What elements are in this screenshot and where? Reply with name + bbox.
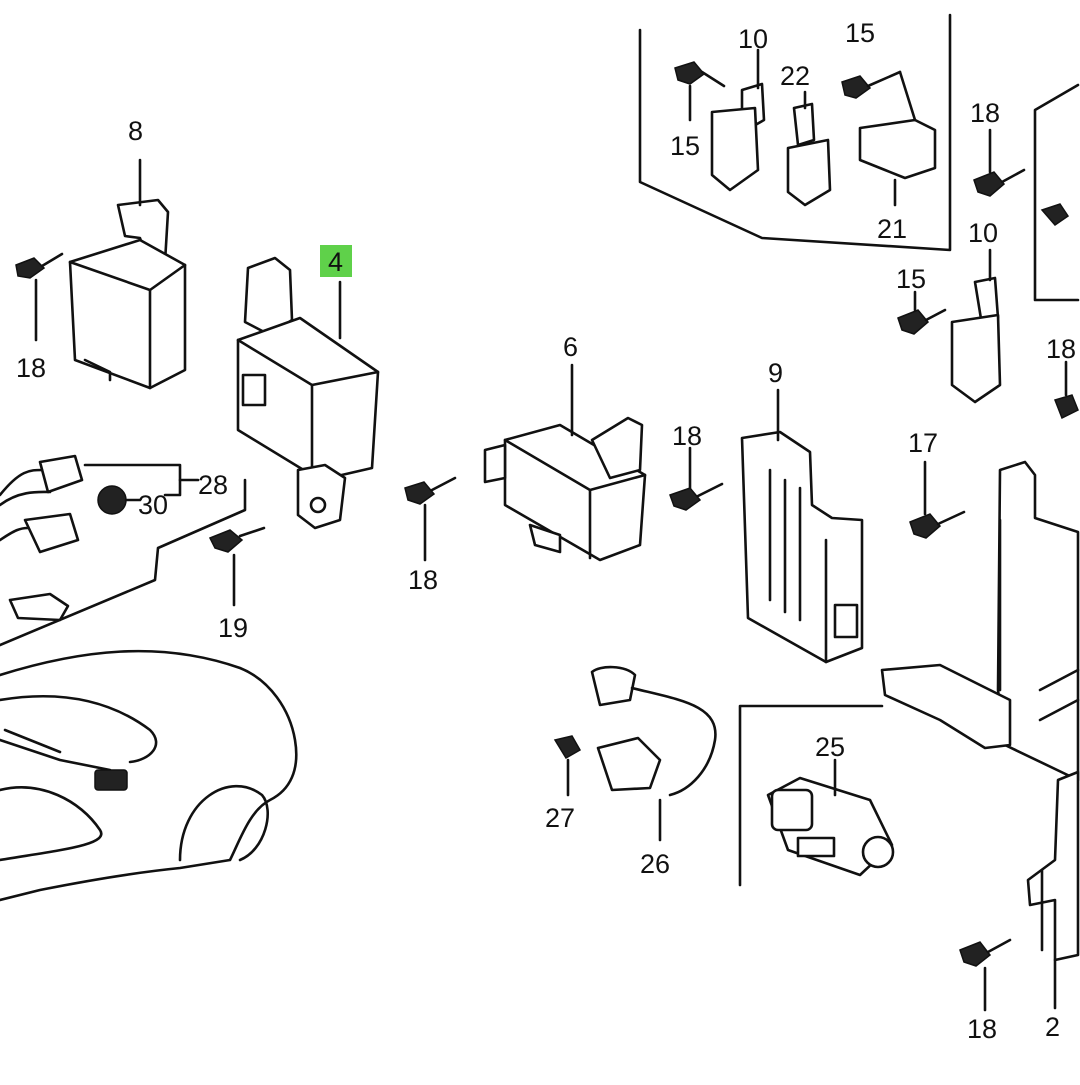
callout-26: 26 [640, 849, 670, 879]
part-26-sensor [590, 665, 717, 842]
callout-22: 22 [780, 61, 810, 91]
callout-6: 6 [563, 332, 578, 362]
callout-15-right: 15 [896, 264, 926, 294]
callout-4: 4 [328, 247, 343, 277]
bolt-15-top-left [674, 61, 726, 122]
part-30-grommet [97, 485, 142, 515]
callout-18-right-mid: 18 [1046, 334, 1076, 364]
callout-25: 25 [815, 732, 845, 762]
bolt-18-right-top [973, 128, 1026, 197]
bolt-18-left [15, 252, 64, 342]
bolt-27 [553, 735, 582, 797]
part-10-relay-right [950, 248, 1002, 404]
callout-2: 2 [1045, 1012, 1060, 1042]
connector-left-lower [8, 592, 70, 622]
callout-8: 8 [128, 116, 143, 146]
part-2-bracket [1026, 770, 1080, 1010]
part-22-relay [786, 90, 832, 207]
part-right-bracket [880, 460, 1080, 782]
part-6-relay-unit [483, 363, 647, 562]
callout-27: 27 [545, 803, 575, 833]
leader-frame-left [0, 478, 247, 647]
callout-10-top: 10 [738, 24, 768, 54]
callout-labels: 8 18 4 6 9 18 18 17 28 30 19 10 15 15 22… [16, 18, 1076, 1044]
bolt-19 [208, 526, 266, 607]
bolt-15-top-right [841, 70, 902, 99]
callout-15-top-left: 15 [670, 131, 700, 161]
bolt-right-edge [1040, 203, 1070, 226]
callout-30: 30 [138, 490, 168, 520]
bolt-18-right-mid [1054, 360, 1079, 420]
bolt-18-bottom [959, 938, 1012, 1012]
callout-18-center-right: 18 [672, 421, 702, 451]
callout-10-right: 10 [968, 218, 998, 248]
part-4-module [236, 256, 380, 530]
callout-18-bottom: 18 [967, 1014, 997, 1044]
part-10-relay-top [710, 48, 766, 192]
part-8-control-unit [68, 158, 187, 390]
callout-9: 9 [768, 358, 783, 388]
callout-15-top-right: 15 [845, 18, 875, 48]
part-21-bracket [858, 70, 937, 207]
callout-28: 28 [198, 470, 228, 500]
bolt-17 [909, 460, 966, 539]
part-9-bracket [740, 388, 864, 664]
callout-19: 19 [218, 613, 248, 643]
bolt-15-right [897, 290, 947, 335]
group-frame-top [638, 13, 1080, 302]
callout-21: 21 [877, 214, 907, 244]
part-28-harness [0, 454, 200, 554]
vehicle-outline [0, 649, 298, 902]
callout-18-left: 18 [16, 353, 46, 383]
bolt-18-center-right [669, 446, 724, 511]
callout-18-right-top: 18 [970, 98, 1000, 128]
bolt-18-center-left [404, 476, 457, 562]
callout-18-center-left: 18 [408, 565, 438, 595]
highlight-box-4 [320, 245, 352, 277]
callout-17: 17 [908, 428, 938, 458]
part-25-sensor-unit [738, 704, 895, 887]
